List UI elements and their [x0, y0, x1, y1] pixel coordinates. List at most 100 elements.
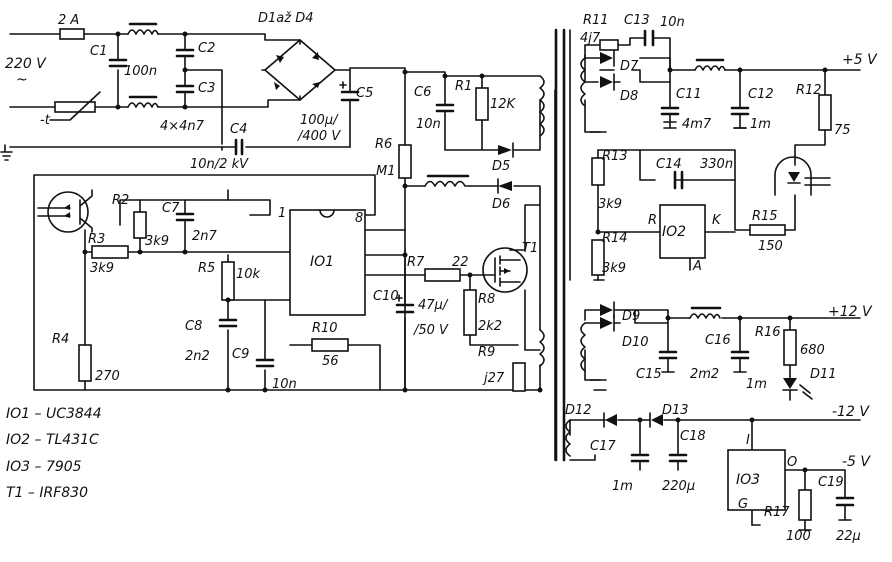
secondary-winding-5v [580, 57, 607, 133]
capacitor-c7 [175, 212, 195, 222]
legend-io3: IO3 – 7905 [6, 459, 82, 475]
inductor-l1 [127, 22, 159, 35]
ic-io2 [659, 204, 706, 259]
r9-label: R9 [478, 345, 495, 360]
c1-value: 100n [124, 64, 157, 79]
c5-value-1: 100µ/ [300, 113, 339, 128]
resistor-r15 [749, 224, 786, 236]
diode-d12 [603, 412, 617, 428]
d9-label: D9 [622, 309, 640, 324]
resistor-r11 [599, 39, 619, 51]
mains-voltage-label: 220 V [5, 56, 47, 72]
diode-d13 [649, 412, 663, 428]
led-d11 [782, 378, 813, 400]
c13-label: C13 [624, 13, 650, 28]
c18-label: C18 [680, 429, 706, 444]
c6-label: C6 [414, 85, 431, 100]
r13-label: R13 [602, 149, 628, 164]
component-labels: 220 V ~ 2 A -t C1 100n C2 C3 4×4n7 C4 10… [5, 11, 878, 544]
d10-label: D10 [622, 335, 649, 350]
inductor-l5 [689, 306, 722, 319]
r6-label: R6 [375, 137, 392, 152]
resistor-r1 [475, 87, 489, 121]
c12-label: C12 [748, 87, 774, 102]
c19-label: C19 [818, 475, 844, 490]
c10-value-2: /50 V [413, 323, 449, 338]
r5-label: R5 [198, 261, 215, 276]
resistor-r3 [91, 245, 129, 259]
c7-label: C7 [162, 201, 180, 216]
thermistor [49, 91, 101, 121]
resistor-r2 [133, 211, 147, 239]
c14-label: C14 [656, 157, 682, 172]
resistor-r13 [591, 157, 605, 186]
r15-label: R15 [752, 209, 778, 224]
capacitor-c3 [175, 84, 195, 94]
capacitor-c8 [218, 318, 238, 328]
r8-label: R8 [478, 292, 495, 307]
r14-label: R14 [602, 231, 628, 246]
r2-value: 3k9 [145, 234, 169, 249]
c15-value: 1m [746, 377, 767, 392]
bridge-rectifier [264, 39, 336, 101]
d11-label: D11 [810, 367, 837, 382]
io1-pin1: 1 [278, 206, 286, 221]
resistor-r17 [798, 489, 812, 521]
c7-value: 2n7 [192, 229, 218, 244]
resistor-r14 [591, 239, 605, 276]
resistor-r8 [463, 289, 477, 336]
d7-label: D7 [620, 59, 639, 74]
fuse-label: 2 A [58, 13, 79, 28]
resistor-r9 [512, 362, 526, 392]
io2-label: IO2 [662, 224, 686, 240]
c17-value: 1m [612, 479, 633, 494]
r8-value: 2k2 [478, 319, 502, 334]
output-minus5v-label: -5 V [842, 454, 871, 470]
fuse-f1 [59, 28, 85, 40]
io2-pin-a: A [692, 259, 702, 274]
optocoupler-tx [37, 189, 93, 233]
junction-dots [82, 31, 828, 473]
inductor-l4 [694, 58, 726, 71]
c6-value: 10n [416, 117, 441, 132]
r3-label: R3 [88, 232, 105, 247]
capacitor-c9 [255, 358, 275, 368]
c8-value: 2n2 [185, 349, 210, 364]
c11-value: 4m7 [682, 117, 712, 132]
r10-label: R10 [312, 321, 338, 336]
diode-d10 [600, 314, 615, 332]
d12-label: D12 [565, 403, 592, 418]
capacitor-c13 [643, 29, 655, 47]
r11-value: 4j7 [580, 31, 601, 46]
capacitor-c11 [660, 106, 680, 123]
resistor-r7 [424, 268, 461, 282]
r4-label: R4 [52, 332, 69, 347]
r11-label: R11 [583, 13, 609, 28]
c12-value: 1m [750, 117, 771, 132]
output-plus5v-label: +5 V [842, 52, 878, 68]
diode-d7 [600, 49, 615, 67]
c5-label: C5 [356, 86, 373, 101]
diode-d8 [600, 73, 615, 91]
d5-label: D5 [492, 159, 510, 174]
r1-value: 12K [490, 97, 517, 112]
r10-value: 56 [322, 354, 339, 369]
c13-value: 10n [660, 15, 685, 30]
resistor-r4 [78, 344, 92, 382]
capacitor-c16 [730, 350, 750, 373]
capacitor-c2 [175, 48, 195, 58]
r14-value: 3k9 [602, 261, 626, 276]
c9-label: C9 [232, 347, 249, 362]
diode-d5 [498, 142, 514, 158]
inductor-l3 [424, 174, 471, 187]
c18-value: 220µ [662, 479, 695, 494]
mosfet-t1 [482, 247, 528, 293]
c3-label: C3 [198, 81, 215, 96]
c1-label: C1 [90, 44, 107, 59]
io3-pin-g: G [738, 497, 748, 512]
c2-label: C2 [198, 41, 215, 56]
io3-pin-i: I [746, 433, 750, 448]
diode-d6 [497, 178, 512, 194]
